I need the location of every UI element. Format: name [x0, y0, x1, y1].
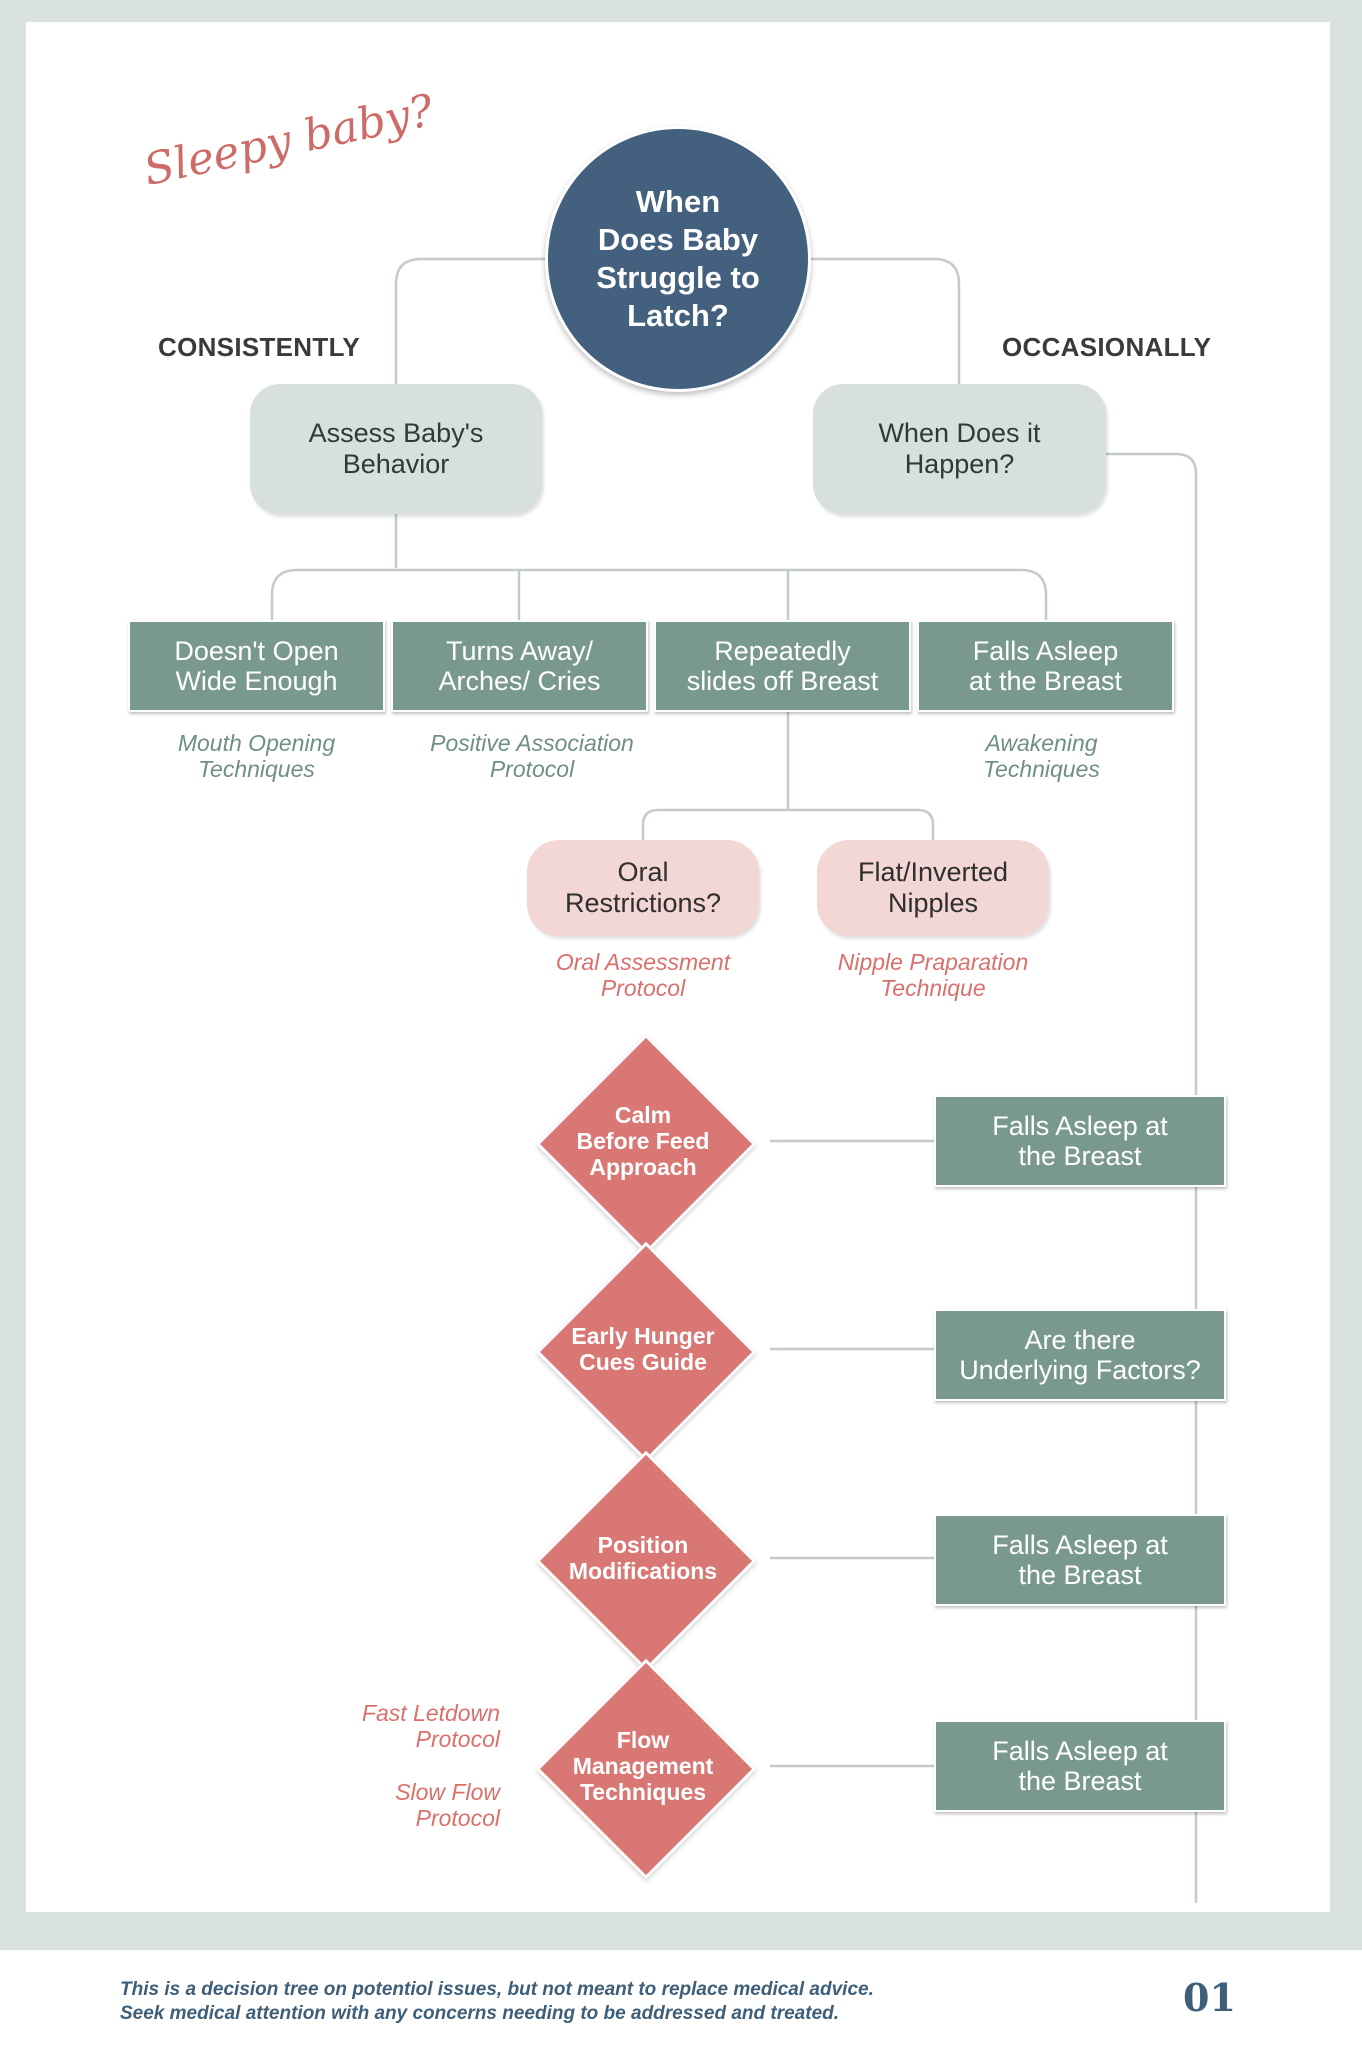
early-hunger-text: Early Hunger Cues Guide — [571, 1323, 715, 1375]
resource-oral-assessment: Oral Assessment Protocol — [555, 949, 731, 1001]
resource-mouth-opening: Mouth Opening Techniques — [177, 730, 336, 782]
right-box-falls-asleep-2: Falls Asleep at the Breast — [934, 1514, 1226, 1606]
resource-nipple-preparation: Nipple Praparation Technique — [837, 949, 1029, 1001]
oral-restrictions-node: Oral Restrictions? — [527, 840, 759, 936]
right-box-underlying-factors: Are there Underlying Factors? — [934, 1309, 1226, 1401]
position-modifications-text: Position Modifications — [568, 1532, 718, 1584]
occasionally-label: OCCASIONALLY — [1002, 332, 1212, 362]
page-number: 01 — [1183, 1975, 1236, 2020]
disclaimer-line-1: This is a decision tree on potentiol iss… — [120, 1979, 874, 2000]
resource-awakening: Awakening Techniques — [983, 730, 1100, 782]
behavior-box-slides-off: Repeatedly slides off Breast — [654, 620, 911, 712]
slow-flow-protocol: Slow Flow Protocol — [395, 1779, 500, 1831]
consistently-label: CONSISTENTLY — [158, 332, 361, 362]
disclaimer-line-2: Seek medical attention with any concerns… — [120, 2003, 840, 2024]
fast-letdown-protocol: Fast Letdown Protocol — [361, 1700, 500, 1752]
behavior-box-turns-away: Turns Away/ Arches/ Cries — [391, 620, 648, 712]
flat-inverted-nipples-node: Flat/Inverted Nipples — [817, 840, 1049, 936]
flow-management-text: Flow Management Techniques — [572, 1727, 714, 1805]
resource-positive-association: Positive Association Protocol — [430, 730, 634, 782]
calm-before-feed-text: Calm Before Feed Approach — [576, 1102, 710, 1180]
disclaimer: This is a decision tree on potentiol iss… — [120, 1978, 874, 2026]
right-box-falls-asleep-3: Falls Asleep at the Breast — [934, 1720, 1226, 1812]
root-question: When Does Baby Struggle to Latch? — [545, 126, 811, 392]
behavior-box-falls-asleep: Falls Asleep at the Breast — [917, 620, 1174, 712]
when-happen-node: When Does it Happen? — [813, 384, 1106, 514]
right-box-falls-asleep-1: Falls Asleep at the Breast — [934, 1095, 1226, 1187]
assess-behavior-node: Assess Baby's Behavior — [250, 384, 542, 514]
behavior-box-open-wide: Doesn't Open Wide Enough — [128, 620, 385, 712]
